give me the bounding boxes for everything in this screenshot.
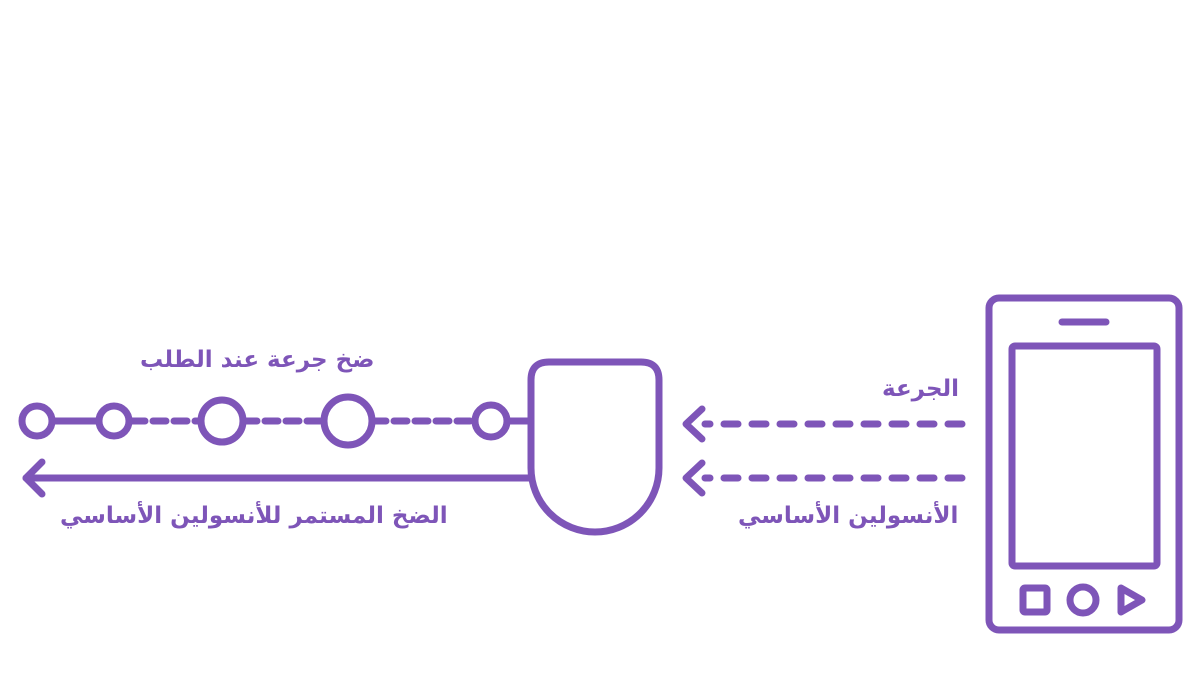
basal-signal-arrow: [682, 459, 966, 497]
bolus-dose-line: [18, 393, 535, 449]
insulin-pump-icon: [527, 358, 663, 536]
dose-circle: [197, 396, 247, 446]
continuous-basal-label: الضخ المستمر للأنسولين الأساسي: [60, 503, 448, 529]
arrow-head-icon: [682, 405, 706, 443]
phone-stop-button-icon: [1019, 584, 1051, 616]
dose-circle: [471, 401, 511, 441]
bolus-label: الجرعة: [882, 376, 960, 402]
phone-home-button-icon: [1066, 583, 1100, 617]
bolus-signal-arrow: [682, 405, 966, 443]
phone-body: [985, 294, 1183, 634]
bolus-on-demand-label: ضخ جرعة عند الطلب: [140, 347, 375, 373]
dose-circle: [320, 393, 376, 449]
phone-screen: [1008, 342, 1161, 570]
basal-insulin-label: الأنسولين الأساسي: [738, 503, 959, 529]
arrow-head-icon: [22, 458, 46, 498]
arrow-head-icon: [682, 459, 706, 497]
phone-play-button-icon: [1117, 584, 1146, 616]
dose-circle: [18, 402, 56, 440]
smartphone-icon: [985, 294, 1183, 634]
dose-circle: [95, 402, 133, 440]
continuous-basal-arrow: [22, 458, 535, 498]
